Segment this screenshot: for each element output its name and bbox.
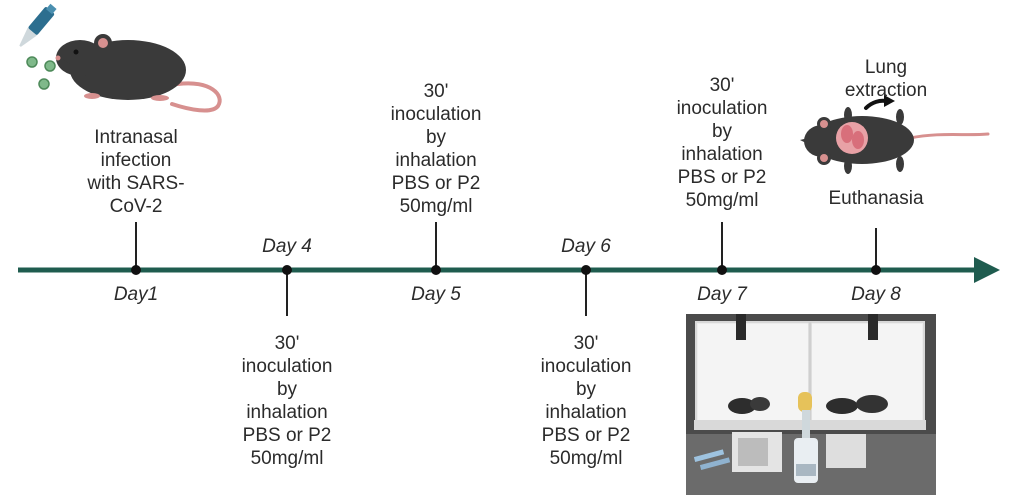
event-label-day5: 30' inoculation by inhalation PBS or P2 … [390,81,482,217]
extraction-arrowhead [884,95,895,107]
day-label-day7: Day 7 [697,284,747,305]
tick-day6 [581,265,591,316]
tick-day8 [871,228,881,275]
lung-extraction-label: Lung extraction [844,57,928,101]
day-label-day4: Day 4 [262,236,312,257]
tick-day1 [131,222,141,275]
event-label-day8: Euthanasia [828,188,924,209]
inhalation-chamber-photo [686,314,936,495]
event-label-day6: 30' inoculation by inhalation PBS or P2 … [540,333,632,469]
day-label-day6: Day 6 [561,236,611,257]
timeline-arrowhead [974,257,1000,283]
tick-day7 [717,222,727,275]
mouse-with-pipette-icon [19,3,222,113]
event-label-day4: 30' inoculation by inhalation PBS or P2 … [241,333,333,469]
tick-day5 [431,222,441,275]
event-label-day1: Intranasal infection with SARS- CoV-2 [87,127,185,217]
day-label-day8: Day 8 [851,284,901,305]
tick-day4 [282,265,292,316]
day-label-day1: Day1 [113,284,159,305]
day-label-day5: Day 5 [411,284,461,305]
dissected-mouse-icon [800,107,990,174]
event-label-day7: 30' inoculation by inhalation PBS or P2 … [676,75,768,211]
